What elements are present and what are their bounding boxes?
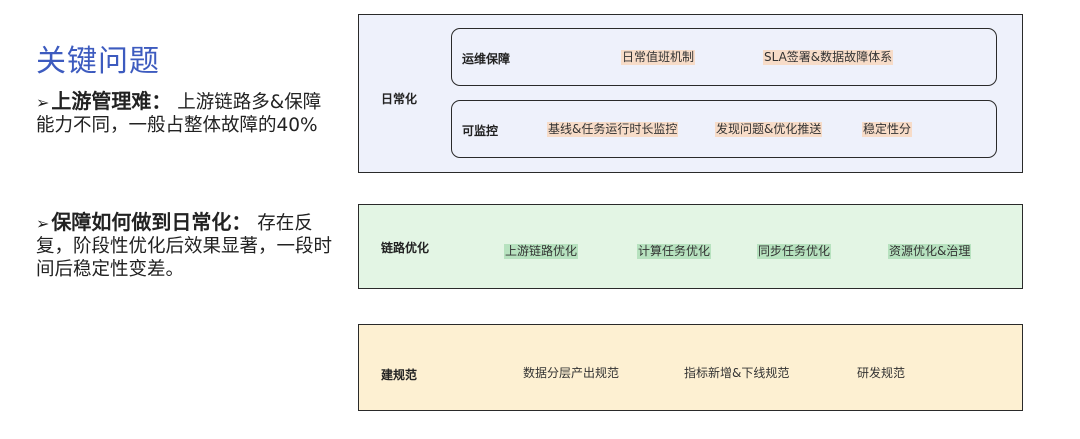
panel-standards-label: 建规范 (381, 368, 418, 382)
tag-compute-optimization: 计算任务优化 (637, 244, 712, 259)
tag-duty-mechanism: 日常值班机制 (621, 50, 696, 65)
key-point-2-highlight: 保障如何做到日常化 (51, 210, 232, 234)
key-point-1: ➢上游管理难： 上游链路多&保障能力不同，一般占整体故障的40% (36, 89, 322, 137)
arrow-icon: ➢ (36, 93, 50, 112)
key-point-2: ➢保障如何做到日常化： 存在反复，阶段性优化后效果显著，一段时间后稳定性变差。 (36, 210, 333, 281)
subgroup-ops-label: 运维保障 (462, 52, 511, 66)
tag-baseline-monitoring: 基线&任务运行时长监控 (547, 122, 679, 137)
subgroup-monitoring: 可监控 基线&任务运行时长监控 发现问题&优化推送 稳定性分 (451, 100, 997, 158)
key-point-1-text: 上游链路多&保障能力不同，一般占整体故障的40% (36, 92, 322, 136)
key-point-2-text: 存在反复，阶段性优化后效果显著，一段时间后稳定性变差。 (36, 213, 333, 280)
tag-issue-discovery: 发现问题&优化推送 (715, 122, 823, 137)
panel-daily-label: 日常化 (381, 92, 418, 106)
tag-sla-system: SLA签署&数据故障体系 (763, 50, 894, 65)
tag-upstream-optimization: 上游链路优化 (504, 244, 579, 259)
page-title: 关键问题 (36, 44, 160, 79)
key-point-1-highlight: 上游管理难 (51, 89, 152, 113)
tag-stability-score: 稳定性分 (862, 122, 913, 137)
item-layer-standard: 数据分层产出规范 (523, 366, 620, 380)
subgroup-monitoring-label: 可监控 (462, 124, 499, 138)
subgroup-ops-guarantee: 运维保障 日常值班机制 SLA签署&数据故障体系 (451, 28, 997, 86)
panel-pipeline-optimization: 链路优化 上游链路优化 计算任务优化 同步任务优化 资源优化&治理 (358, 204, 1023, 289)
panel-optimize-label: 链路优化 (381, 241, 430, 255)
item-metric-standard: 指标新增&下线规范 (684, 366, 790, 380)
item-dev-standard: 研发规范 (857, 366, 906, 380)
panel-daily: 日常化 运维保障 日常值班机制 SLA签署&数据故障体系 可监控 基线&任务运行… (358, 14, 1023, 173)
panel-standards: 建规范 数据分层产出规范 指标新增&下线规范 研发规范 (358, 324, 1023, 411)
tag-resource-governance: 资源优化&治理 (888, 244, 972, 259)
arrow-icon: ➢ (36, 214, 50, 233)
tag-sync-optimization: 同步任务优化 (757, 244, 832, 259)
